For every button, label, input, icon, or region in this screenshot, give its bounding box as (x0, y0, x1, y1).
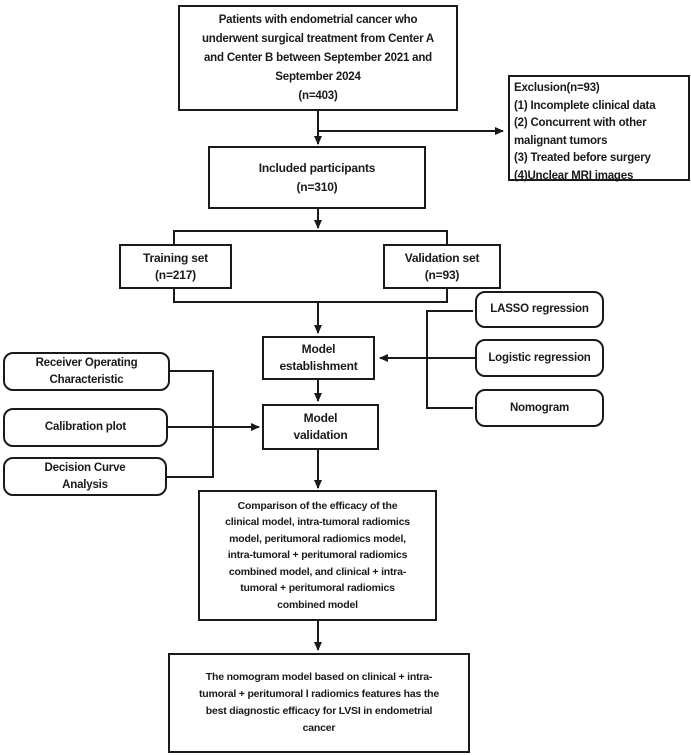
node-logistic-regression: Logistic regression (475, 339, 604, 377)
node-calibration-plot-label: Calibration plot (44, 421, 127, 433)
node-model-comparison-label: Comparison of the efficacy of the clinic… (225, 499, 410, 611)
node-decision-curve-analysis: Decision Curve Analysis (3, 457, 167, 496)
node-model-validation: Model validation (262, 404, 379, 450)
node-conclusion-label: The nomogram model based on clinical + i… (198, 671, 440, 734)
node-calibration-plot: Calibration plot (3, 408, 168, 447)
node-included-participants: Included participants (n=310) (208, 146, 426, 209)
node-training-set-label: Training set (n=217) (143, 250, 208, 282)
node-conclusion: The nomogram model based on clinical + i… (168, 653, 470, 753)
node-patients-cohort-label: Patients with endometrial cancer who und… (201, 13, 435, 102)
node-exclusion-criteria: Exclusion(n=93) (1) Incomplete clinical … (508, 75, 690, 182)
node-lasso-regression: LASSO regression (475, 291, 604, 328)
node-model-establishment: Model establishment (262, 336, 375, 380)
node-dca-label: Decision Curve Analysis (44, 461, 126, 491)
node-validation-set-label: Validation set (n=93) (404, 250, 480, 282)
node-model-validation-label: Model validation (293, 411, 348, 442)
node-lasso-regression-label: LASSO regression (490, 303, 589, 315)
node-included-participants-label: Included participants (n=310) (258, 160, 376, 194)
node-receiver-operating-characteristic: Receiver Operating Characteristic (3, 352, 170, 391)
node-roc-label: Receiver Operating Characteristic (35, 356, 138, 386)
node-nomogram-label: Nomogram (509, 401, 570, 414)
node-patients-cohort: Patients with endometrial cancer who und… (178, 5, 458, 111)
node-model-establishment-label: Model establishment (279, 342, 358, 373)
node-validation-set: Validation set (n=93) (383, 244, 501, 289)
node-nomogram: Nomogram (475, 389, 604, 427)
node-model-comparison: Comparison of the efficacy of the clinic… (198, 490, 437, 621)
node-logistic-regression-label: Logistic regression (488, 351, 591, 364)
node-training-set: Training set (n=217) (119, 244, 232, 289)
node-exclusion-criteria-label: Exclusion(n=93) (1) Incomplete clinical … (514, 82, 656, 182)
